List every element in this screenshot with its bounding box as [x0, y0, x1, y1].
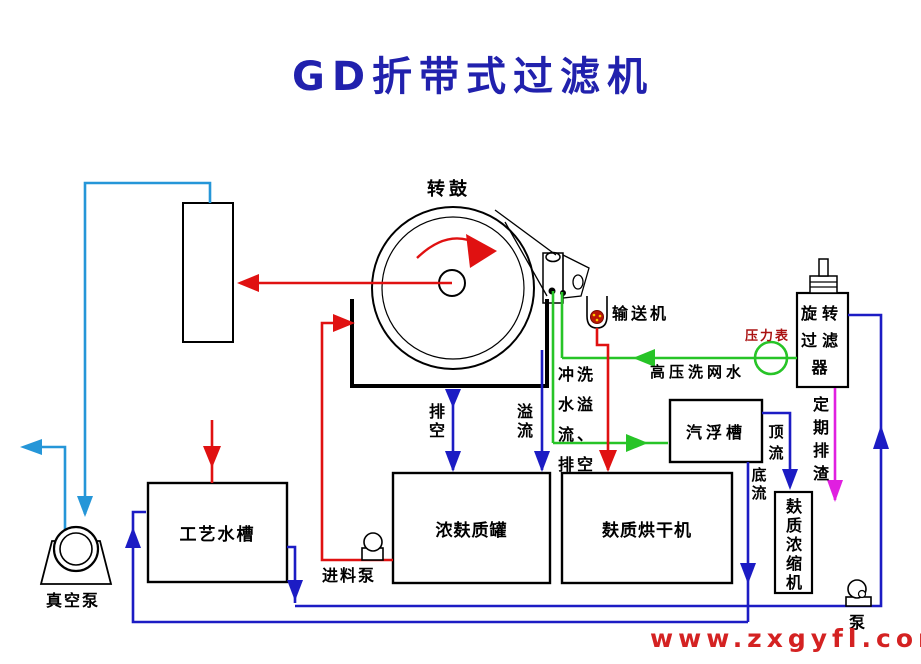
- flotation-tank-label: 汽浮槽: [685, 423, 746, 442]
- recycle-return-line: [131, 510, 748, 624]
- green-arrowheads: [626, 349, 655, 452]
- discharge-roller-side: [572, 274, 584, 290]
- feed-line: [320, 321, 393, 562]
- arrow-slag-discharge: [827, 480, 843, 502]
- vacuum-pump-inner: [59, 532, 93, 566]
- top-flow-label: 顶流: [768, 423, 784, 462]
- arrow-into-water-tank: [125, 527, 141, 548]
- gluten-dryer-box: [560, 471, 734, 585]
- top-flow-line: [762, 411, 792, 486]
- arrow-to-receiver: [237, 274, 259, 292]
- gluten-concentrator-label: 麸质浓缩机: [785, 497, 802, 592]
- vacuum-receiver-box: [182, 202, 234, 343]
- arrow-to-dryer: [599, 450, 617, 472]
- rotary-filter-head: [809, 275, 838, 294]
- feed-pump-body: [363, 532, 383, 552]
- high-pressure-wash-water-label: 高压洗网水: [650, 363, 746, 381]
- vacuum-suction-line: [83, 181, 212, 514]
- periodic-slag-discharge-label: 定期排渣: [812, 395, 829, 483]
- gluten-concentrator-box: [773, 490, 814, 595]
- overflow-label: 溢流: [516, 402, 533, 440]
- drum-label: 转鼓: [427, 179, 471, 200]
- arrow-tank-outlet: [287, 580, 303, 601]
- arrow-to-rotary-filter: [873, 425, 889, 449]
- pump-supply-line: [295, 313, 883, 608]
- vacuum-pump-label: 真空泵: [46, 591, 101, 610]
- arrow-exhaust-left: [20, 439, 42, 455]
- vacuum-exhaust-line: [24, 445, 67, 534]
- cyan-arrowheads: [20, 439, 93, 517]
- arrow-drain-lower: [445, 451, 461, 472]
- drain-label: 排空: [428, 402, 445, 440]
- blue-arrowheads: [125, 389, 889, 601]
- flotation-tank-box: [668, 398, 764, 464]
- watermark-url: www.zxgyfl.com: [650, 624, 921, 653]
- arrow-top-flow: [782, 469, 798, 490]
- pump-label: 泵: [849, 613, 866, 632]
- wash-water-lines: [551, 291, 797, 445]
- drum-inner-circle: [381, 216, 525, 360]
- discharge-roller-top: [545, 251, 561, 263]
- diagram-title: GD折带式过滤机: [292, 54, 655, 100]
- thick-gluten-tank-label: 浓麸质罐: [435, 520, 508, 541]
- rotary-filter-label: 旋转过滤器: [801, 304, 844, 377]
- arrow-wash-water-left: [633, 349, 655, 367]
- feed-pump-label: 进料泵: [322, 566, 377, 585]
- discharge-chute-plate: [562, 253, 590, 299]
- rotary-filter-stem: [818, 258, 829, 277]
- arrow-fresh-water: [203, 446, 221, 468]
- arrow-drain-upper: [445, 389, 461, 408]
- pump-inner: [857, 589, 867, 599]
- screw-dot: [598, 314, 602, 318]
- arrow-into-vacuum-pump: [77, 496, 93, 517]
- process-water-tank-label: 工艺水槽: [179, 525, 256, 545]
- arrow-to-flotation-tank: [626, 434, 648, 452]
- thick-gluten-tank-box: [391, 471, 552, 585]
- arrow-overflow: [534, 451, 550, 472]
- red-arrowheads: [203, 234, 617, 472]
- drum-outer-circle: [371, 206, 535, 370]
- conveyor-screw: [590, 310, 604, 324]
- blue-process-lines: [131, 313, 883, 624]
- pressure-gauge-symbol: [753, 340, 789, 376]
- belt-line-bottom: [504, 221, 548, 297]
- arrow-bottom-flow: [740, 563, 756, 584]
- arrow-drum-rotation: [466, 234, 497, 268]
- drum-tank-shape: [350, 299, 549, 388]
- bottom-flow-label: 底流: [751, 466, 767, 502]
- conveyor-label: 输送机: [612, 304, 670, 323]
- belt-line-top: [494, 209, 557, 256]
- pressure-gauge-label: 压力表: [745, 329, 791, 344]
- process-water-tank-box: [146, 481, 289, 584]
- flush-water-overflow-drain-label: 冲洗水溢流、排空: [557, 365, 596, 474]
- arrow-feed-into-tank: [333, 314, 355, 332]
- pump-symbols: [39, 525, 872, 607]
- equipment-shapes: [146, 202, 850, 595]
- gluten-dryer-label: 麸质烘干机: [602, 520, 692, 541]
- screw-dot: [595, 318, 599, 322]
- screw-dot: [592, 313, 596, 317]
- cake-discharge-line: [595, 328, 610, 470]
- rotary-filter-box: [795, 291, 850, 389]
